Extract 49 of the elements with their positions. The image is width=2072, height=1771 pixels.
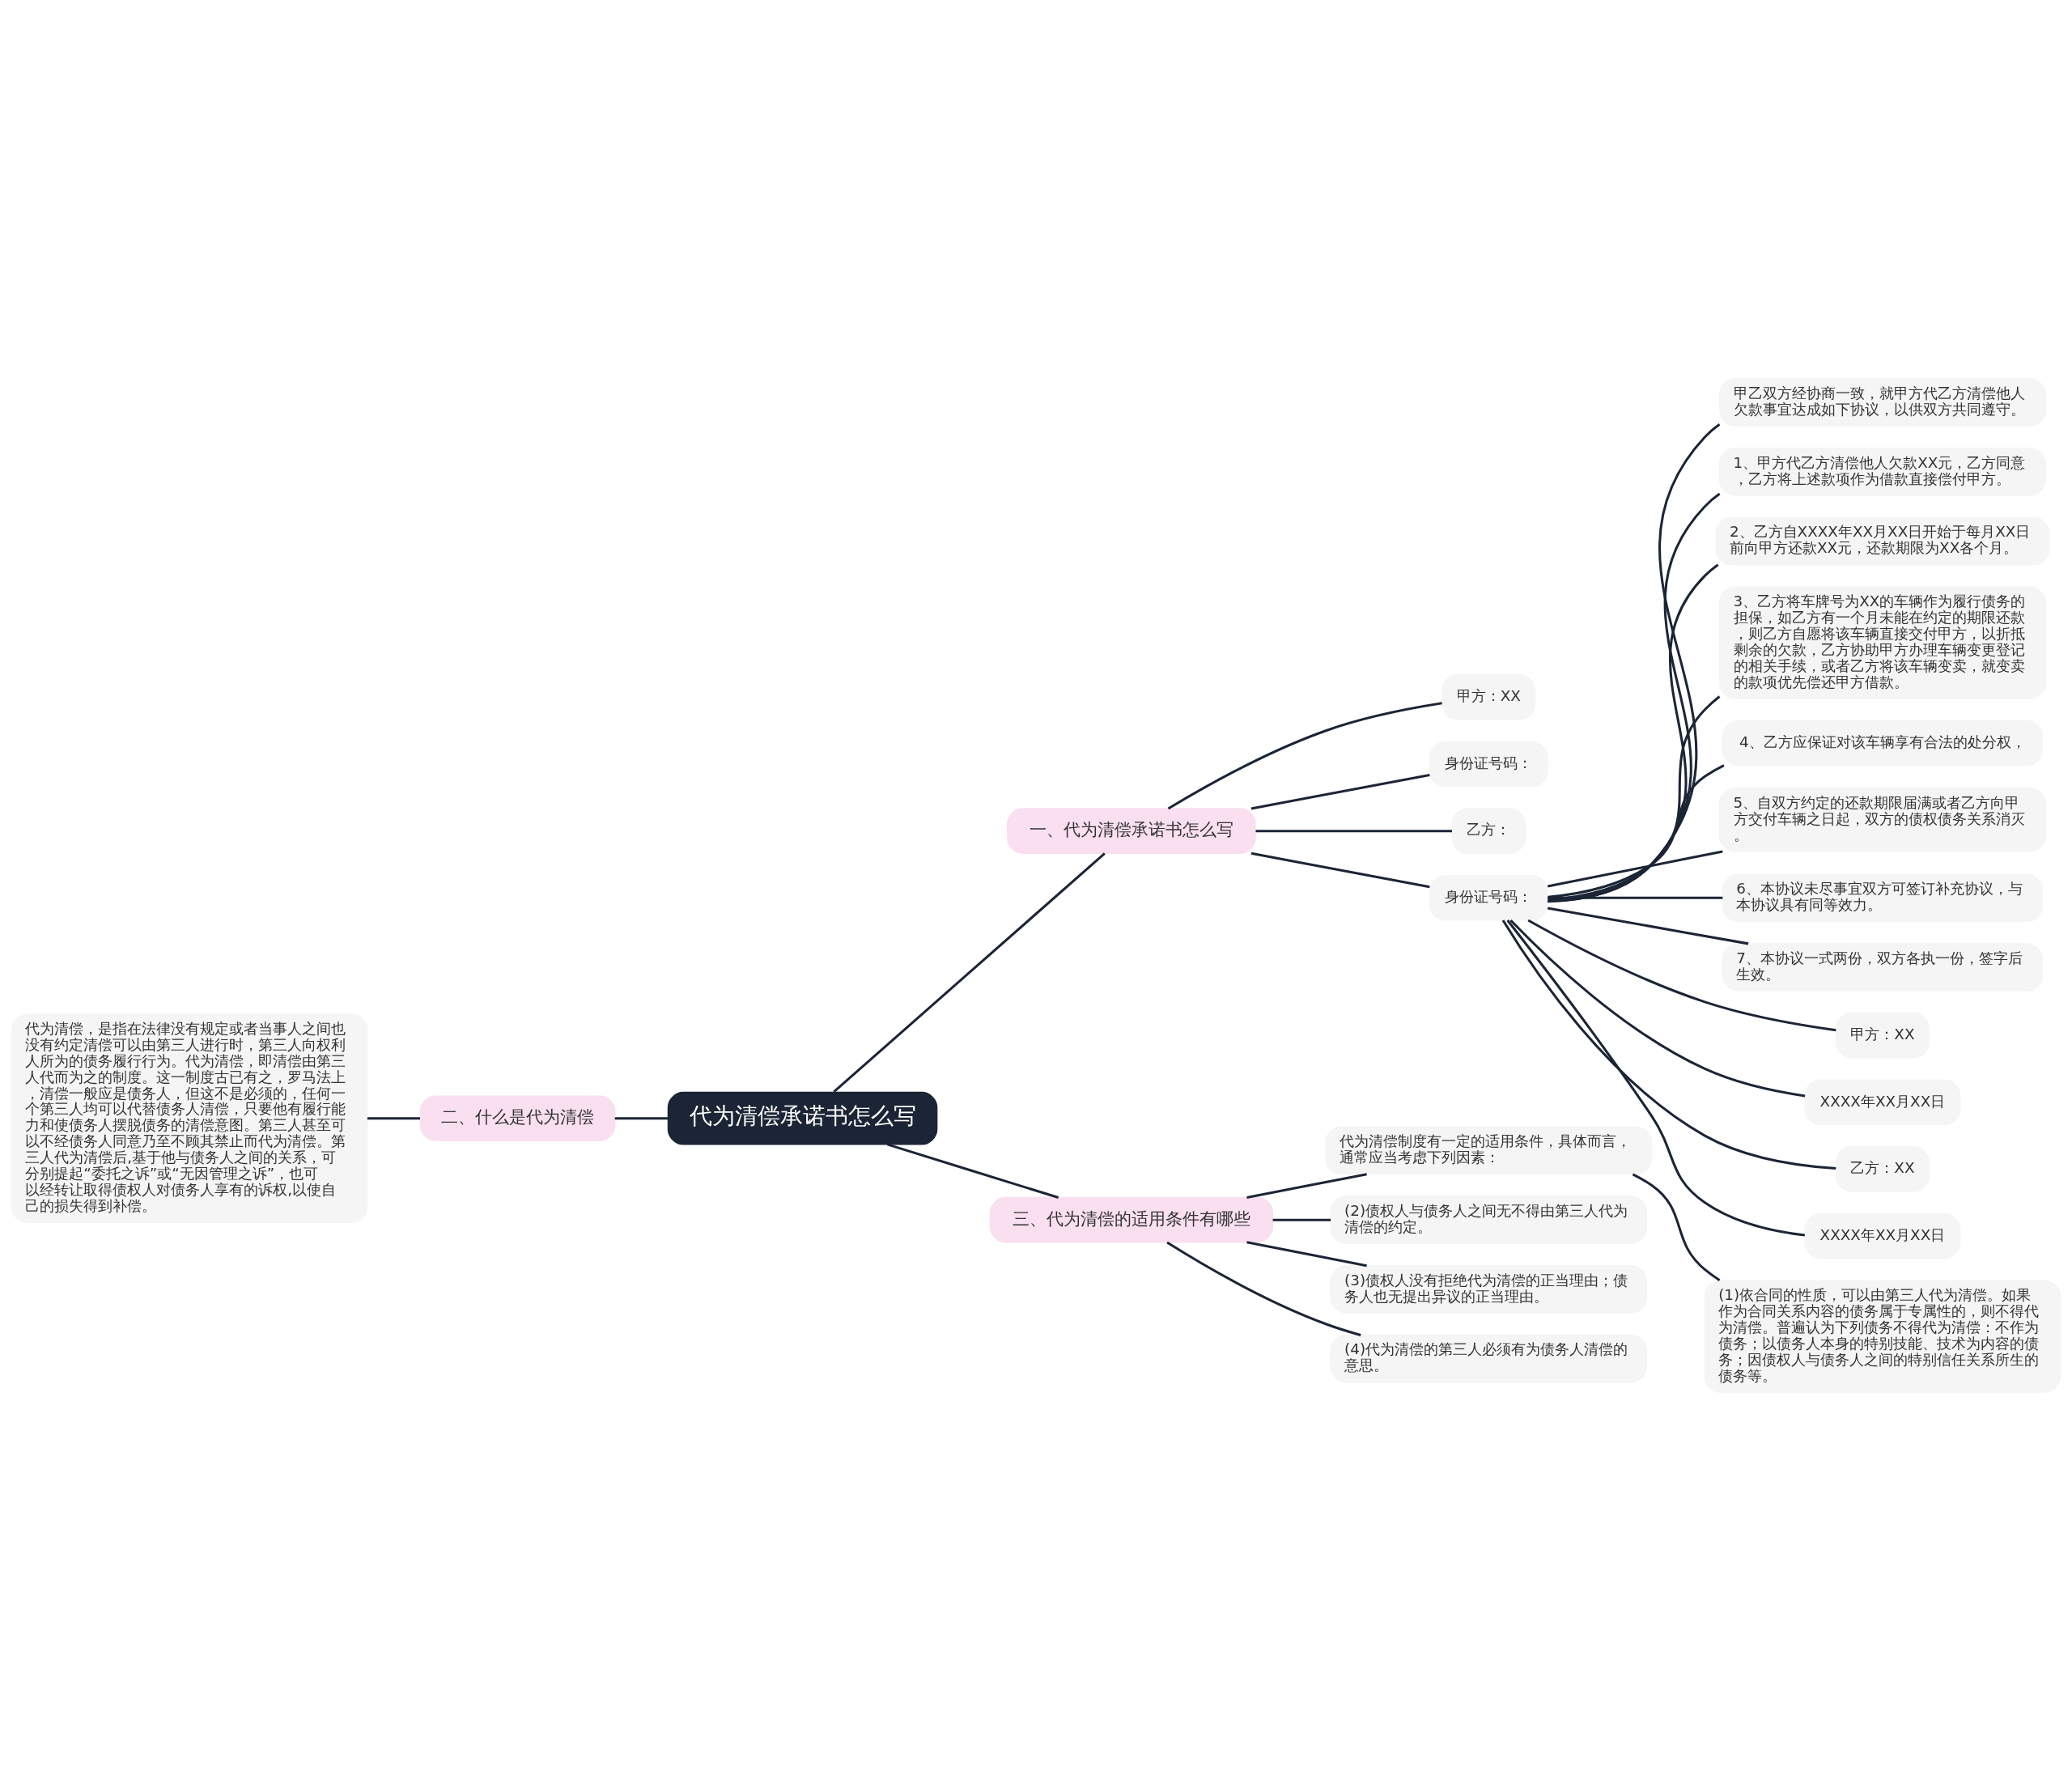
node-box: 6、本协议未尽事宜双方可签订补充协议，与本协议具有同等效力。 — [1722, 873, 2044, 923]
connector — [1547, 563, 1719, 902]
connector — [1250, 852, 1430, 889]
node-box: 乙方：XX — [1835, 1146, 1930, 1192]
node-box: 3、乙方将车牌号为XX的车辆作为履行债务的担保，如乙方有一个月未能在约定的期限还款，则乙方自愿将该车辆直接交付甲方，以折抵剩余的欠款，乙方协助甲方办理车辆变更登记的相关手续，或者乙方将该车辆变卖，就变卖的款项优先偿还甲方借款。 — [1718, 586, 2046, 699]
node-box: (4)代为清偿的第三人必须有为债务人清偿的意思。 — [1330, 1334, 1648, 1383]
connector — [1250, 774, 1430, 810]
node-box: 甲方：XX — [1441, 674, 1536, 720]
connector — [1246, 1173, 1367, 1200]
node-box: 5、自双方约定的还款期限届满或者乙方向甲方交付车辆之日起，双方的债权债务关系消灭。 — [1718, 788, 2046, 852]
connector — [886, 1143, 1059, 1200]
node-box: 代为清偿，是指在法律没有规定或者当事人之间也没有约定清偿可以由第三人进行时，第三人向权利人所为的债务履行行为。代为清偿，即清偿由第三人代而为之的制度。这一制度古已有之，罗马法上，清偿一般应是债务人，但这不是必须的，任何一个第三人均可以代替债务人清偿，只要他有履行能力和使债务人摆脱债务的清偿意图。第三人甚至可以不经债务人同意乃至不顾其禁止而代为清偿。第三人代为清偿后,基于他与债务人之间的关系，可分别提起“委托之诉”或“无因管理之诉”，也可以经转让取得债权人对债务人享有的诉权,以使自己的损失得到补偿。 — [11, 1013, 368, 1223]
node-box: 身份证号码： — [1429, 741, 1548, 788]
connector — [1548, 896, 1723, 899]
node-box: 三、代为清偿的适用条件有哪些 — [989, 1196, 1274, 1243]
connector — [1547, 907, 1749, 945]
connector — [1166, 1241, 1361, 1336]
connector — [1501, 919, 1836, 1170]
connector — [833, 852, 1106, 1094]
node-box: 4、乙方应保证对该车辆享有合法的处分权， — [1722, 720, 2044, 767]
connector — [1506, 919, 1806, 1237]
connector — [614, 1117, 669, 1120]
node-box: 2、乙方自XXXX年XX月XX日开始于每月XX日前向甲方还款XX元，还款期限为XX各个月。 — [1715, 516, 2050, 566]
node-box: XXXX年XX月XX日 — [1804, 1079, 1961, 1126]
connector — [367, 1117, 420, 1120]
connector — [1167, 702, 1442, 810]
node-box: 代为清偿承诺书怎么写 — [667, 1091, 938, 1145]
node-box: (3)债权人没有拒绝代为清偿的正当理由；债务人也无提出异议的正当理由。 — [1330, 1265, 1648, 1314]
node-box: 身份证号码： — [1429, 875, 1548, 921]
connector — [1272, 1218, 1331, 1221]
connector — [1632, 1173, 1721, 1282]
connector — [1548, 695, 1721, 901]
node-box: 代为清偿制度有一定的适用条件，具体而言，通常应当考虑下列因素： — [1325, 1126, 1653, 1175]
node-box: 1、甲方代乙方清偿他人欠款XX元，乙方同意，乙方将上述款项作为借款直接偿付甲方。 — [1718, 448, 2046, 496]
connector — [1547, 850, 1723, 888]
node-box: 甲乙双方经协商一致，就甲方代乙方清偿他人欠款事宜达成如下协议，以供双方共同遵守。 — [1718, 378, 2046, 427]
node-box: XXXX年XX月XX日 — [1804, 1213, 1961, 1259]
node-box: 甲方：XX — [1835, 1012, 1930, 1059]
node-box: (1)依合同的性质，可以由第三人代为清偿。如果作为合同关系内容的债务属于专属性的，则不得代为清偿。普遍认为下列债务不得代为清偿：不作为债务；以债务人本身的特别技能、技术为内容的债务；因债权人与债务人之间的特别信任关系所生的债务等。 — [1704, 1280, 2061, 1393]
connector — [1509, 919, 1806, 1098]
node-box: 7、本协议一式两份，双方各执一份，签字后生效。 — [1722, 943, 2044, 992]
connector — [1548, 764, 1725, 898]
node-box: 二、什么是代为清偿 — [419, 1095, 616, 1141]
node-box: (2)债权人与债务人之间无不得由第三人代为清偿的约定。 — [1330, 1196, 1648, 1244]
node-box: 乙方： — [1451, 808, 1526, 854]
connector — [1246, 1241, 1367, 1268]
connector — [1255, 830, 1452, 833]
node-box: 一、代为清偿承诺书怎么写 — [1007, 808, 1256, 854]
connector — [1527, 919, 1836, 1032]
